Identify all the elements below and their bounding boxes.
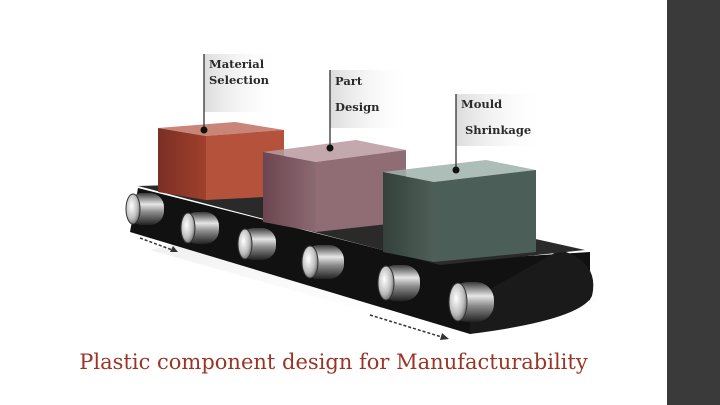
flag-line: Selection bbox=[209, 72, 270, 87]
belt-end-curve bbox=[470, 250, 594, 334]
flag-part-design bbox=[326, 70, 412, 152]
flag-line: Material bbox=[209, 57, 265, 71]
flag-label-material-selection: Material Selection bbox=[209, 57, 269, 88]
direction-arrows bbox=[139, 237, 449, 340]
flag-line: Design bbox=[335, 99, 380, 114]
flag-label-part-design: Part Design bbox=[335, 74, 380, 115]
conveyor-illustration bbox=[125, 54, 600, 340]
flag-line: Mould bbox=[461, 97, 503, 111]
flag-mould-shrinkage bbox=[452, 94, 546, 174]
slide-title: Plastic component design for Manufactura… bbox=[79, 350, 588, 374]
flag-line: Shrinkage bbox=[465, 122, 532, 137]
flag-label-mould-shrinkage: Mould Shrinkage bbox=[461, 97, 531, 138]
flag-line: Part bbox=[335, 74, 363, 88]
right-sidebar-bar bbox=[667, 0, 720, 405]
box-mould-shrinkage bbox=[383, 160, 536, 262]
flag-material-selection bbox=[200, 54, 280, 134]
rollers bbox=[125, 193, 494, 322]
